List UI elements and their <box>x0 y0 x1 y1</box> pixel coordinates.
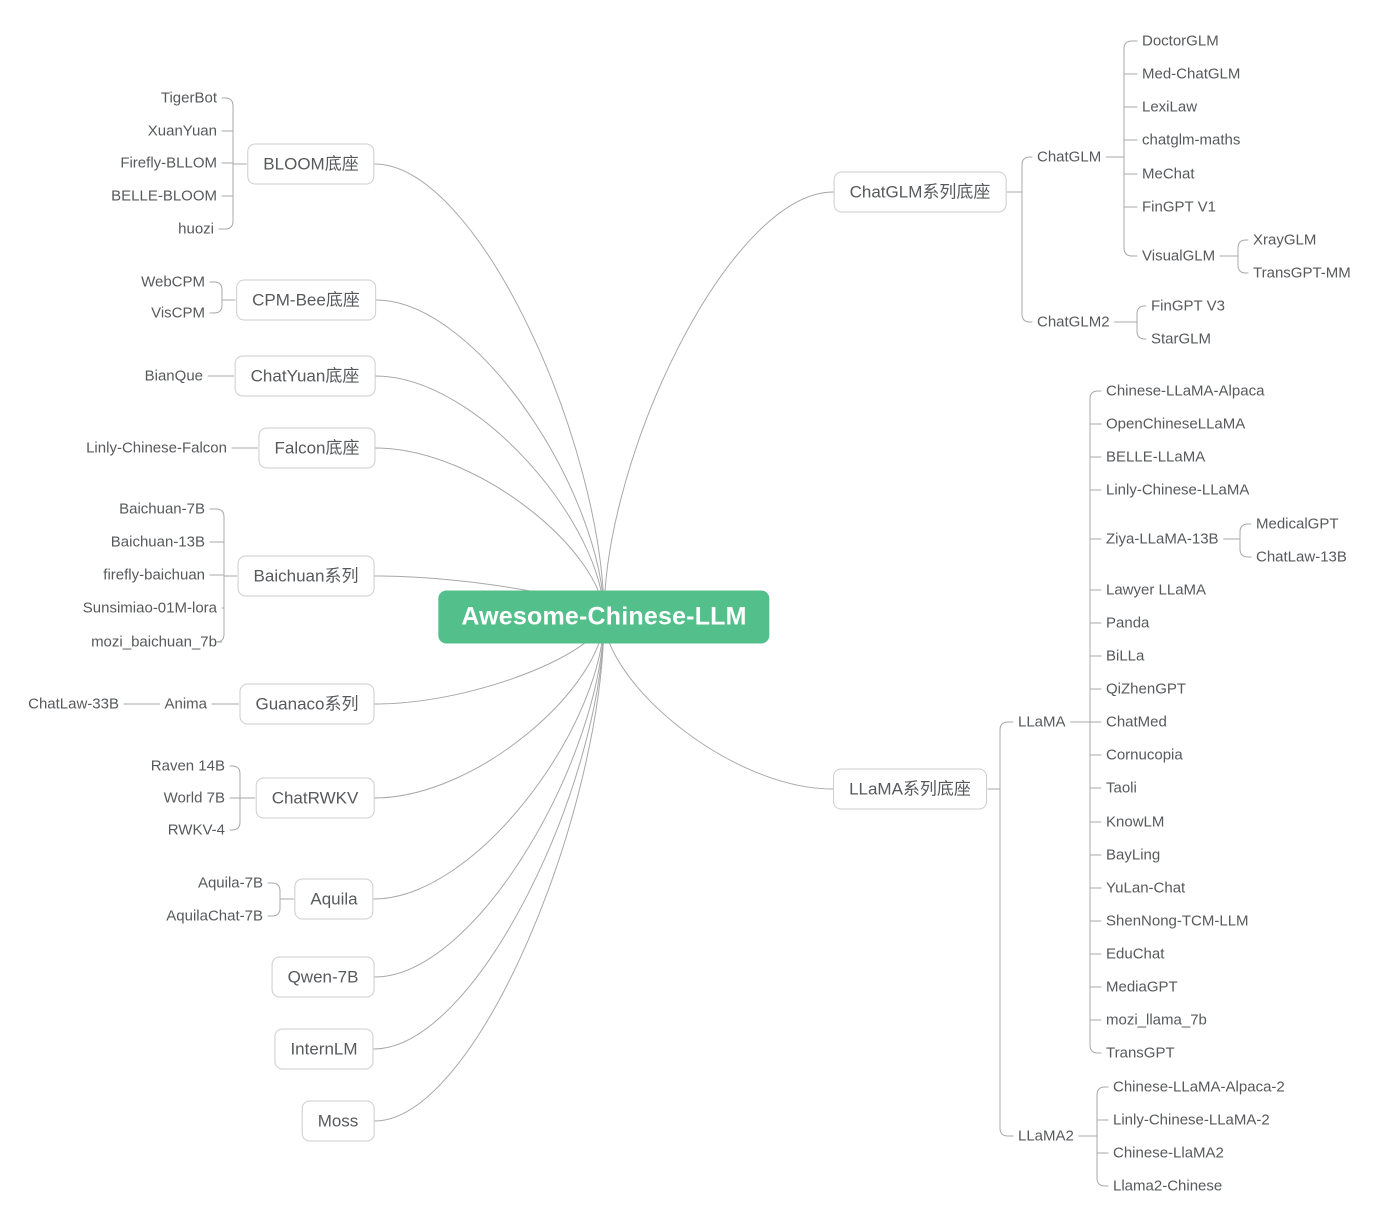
node-mozi-baichuan-7b[interactable]: mozi_baichuan_7b <box>91 633 217 651</box>
connector-line <box>603 191 835 618</box>
connector-line <box>373 616 605 1050</box>
branch-moss[interactable]: Moss <box>301 1100 375 1142</box>
node-chinese-llama-alpaca-2[interactable]: Chinese-LLaMA-Alpaca-2 <box>1113 1078 1285 1096</box>
node-chatglm[interactable]: ChatGLM <box>1037 148 1102 166</box>
node-mediagpt[interactable]: MediaGPT <box>1106 978 1178 996</box>
branch-baichuan[interactable]: Baichuan系列 <box>237 555 375 597</box>
node-billa[interactable]: BiLLa <box>1106 647 1145 665</box>
node-chinese-llama-alpaca[interactable]: Chinese-LLaMA-Alpaca <box>1106 382 1265 400</box>
connector-line <box>1237 239 1249 274</box>
node-awesome-chinese-llm[interactable]: Awesome-Chinese-LLM <box>438 590 770 644</box>
node-world-7b[interactable]: World 7B <box>163 789 225 807</box>
node-baichuan-7b[interactable]: Baichuan-7B <box>119 500 205 518</box>
node-ziya-llama-13b[interactable]: Ziya-LLaMA-13B <box>1106 530 1219 548</box>
connector-line <box>373 616 605 799</box>
connector-line <box>999 721 1014 1137</box>
node-openchinesellama[interactable]: OpenChineseLLaMA <box>1106 415 1246 433</box>
connector-line <box>1021 156 1033 323</box>
connector-line <box>267 882 281 917</box>
node-raven-14b[interactable]: Raven 14B <box>150 757 225 775</box>
node-belle-bloom[interactable]: BELLE-BLOOM <box>111 187 217 205</box>
node-chatlaw-13b[interactable]: ChatLaw-13B <box>1256 548 1347 566</box>
node-sunsimiao-01m-lora[interactable]: Sunsimiao-01M-lora <box>82 599 217 617</box>
node-linly-chinese-llama[interactable]: Linly-Chinese-LLaMA <box>1106 481 1250 499</box>
node-educhat[interactable]: EduChat <box>1106 945 1165 963</box>
node-visualglm[interactable]: VisualGLM <box>1142 247 1216 265</box>
node-fingpt-v3[interactable]: FinGPT V3 <box>1151 297 1225 315</box>
connector-line <box>374 163 605 618</box>
node-qizhengpt[interactable]: QiZhenGPT <box>1106 680 1187 698</box>
node-llama2[interactable]: LLaMA2 <box>1018 1127 1074 1145</box>
connector-line <box>209 281 223 314</box>
connector-line <box>375 447 605 618</box>
node-rwkv-4[interactable]: RWKV-4 <box>167 821 225 839</box>
node-xrayglm[interactable]: XrayGLM <box>1253 231 1317 249</box>
node-aquila-7b[interactable]: Aquila-7B <box>197 874 263 892</box>
node-baichuan-13b[interactable]: Baichuan-13B <box>110 533 205 551</box>
node-transgpt[interactable]: TransGPT <box>1106 1044 1175 1062</box>
node-chatlaw-33b[interactable]: ChatLaw-33B <box>28 695 119 713</box>
node-bayling[interactable]: BayLing <box>1106 846 1161 864</box>
node-starglm[interactable]: StarGLM <box>1151 330 1212 348</box>
branch-falcon[interactable]: Falcon底座 <box>258 427 376 469</box>
node-webcpm[interactable]: WebCPM <box>141 273 205 291</box>
node-huozi[interactable]: huozi <box>178 220 214 238</box>
node-lexilaw[interactable]: LexiLaw <box>1142 98 1198 116</box>
node-transgpt-mm[interactable]: TransGPT-MM <box>1253 264 1351 282</box>
node-llama[interactable]: LLaMA <box>1018 713 1066 731</box>
node-aquilachat-7b[interactable]: AquilaChat-7B <box>166 907 263 925</box>
node-panda[interactable]: Panda <box>1106 614 1150 632</box>
node-knowlm[interactable]: KnowLM <box>1106 813 1165 831</box>
branch-bloom[interactable]: BLOOM底座 <box>247 143 375 185</box>
connector-line <box>373 616 605 978</box>
branch-internlm[interactable]: InternLM <box>274 1028 374 1070</box>
branch-chatyuan[interactable]: ChatYuan底座 <box>234 355 376 397</box>
branch-llama[interactable]: LLaMA系列底座 <box>833 768 987 810</box>
node-xuanyuan[interactable]: XuanYuan <box>147 122 217 140</box>
node-viscpm[interactable]: VisCPM <box>151 304 205 322</box>
branch-qwen-7b[interactable]: Qwen-7B <box>271 956 375 998</box>
node-fingpt-v1[interactable]: FinGPT V1 <box>1142 198 1216 216</box>
node-chinese-llama2[interactable]: Chinese-LlaMA2 <box>1113 1144 1224 1162</box>
branch-cpm-bee[interactable]: CPM-Bee底座 <box>236 279 376 321</box>
node-shennong-tcm-llm[interactable]: ShenNong-TCM-LLM <box>1106 912 1249 930</box>
node-firefly-bllom[interactable]: Firefly-BLLOM <box>120 154 217 172</box>
node-belle-llama[interactable]: BELLE-LLaMA <box>1106 448 1206 466</box>
node-med-chatglm[interactable]: Med-ChatGLM <box>1142 65 1241 83</box>
node-firefly-baichuan[interactable]: firefly-baichuan <box>103 566 205 584</box>
connector-line <box>1239 523 1252 558</box>
node-mechat[interactable]: MeChat <box>1142 165 1195 183</box>
node-mozi-llama-7b[interactable]: mozi_llama_7b <box>1106 1011 1207 1029</box>
node-taoli[interactable]: Taoli <box>1106 779 1137 797</box>
branch-guanaco[interactable]: Guanaco系列 <box>239 683 375 725</box>
node-chatglm-maths[interactable]: chatglm-maths <box>1142 131 1241 149</box>
branch-chatrwkv[interactable]: ChatRWKV <box>255 777 375 819</box>
node-bianque[interactable]: BianQue <box>144 367 203 385</box>
node-linly-chinese-llama-2[interactable]: Linly-Chinese-LLaMA-2 <box>1113 1111 1270 1129</box>
node-doctorglm[interactable]: DoctorGLM <box>1142 32 1219 50</box>
node-anima[interactable]: Anima <box>164 695 207 713</box>
connector-line <box>1123 40 1138 257</box>
connector-line <box>1096 1086 1109 1187</box>
connector-line <box>373 616 605 900</box>
connector-line <box>603 616 834 790</box>
node-cornucopia[interactable]: Cornucopia <box>1106 746 1183 764</box>
node-chatmed[interactable]: ChatMed <box>1106 713 1167 731</box>
branch-chatglm[interactable]: ChatGLM系列底座 <box>833 171 1007 213</box>
connector-line <box>1136 305 1147 340</box>
connector-line <box>375 299 605 618</box>
node-medicalgpt[interactable]: MedicalGPT <box>1256 515 1339 533</box>
node-linly-chinese-falcon[interactable]: Linly-Chinese-Falcon <box>86 439 227 457</box>
connector-line <box>373 616 605 1122</box>
node-chatglm2[interactable]: ChatGLM2 <box>1037 313 1110 331</box>
node-yulan-chat[interactable]: YuLan-Chat <box>1106 879 1186 897</box>
node-lawyer-llama[interactable]: Lawyer LLaMA <box>1106 581 1207 599</box>
node-tigerbot[interactable]: TigerBot <box>160 89 217 107</box>
node-llama2-chinese[interactable]: Llama2-Chinese <box>1113 1177 1223 1195</box>
branch-aquila[interactable]: Aquila <box>294 878 374 920</box>
connector-line <box>374 375 605 618</box>
